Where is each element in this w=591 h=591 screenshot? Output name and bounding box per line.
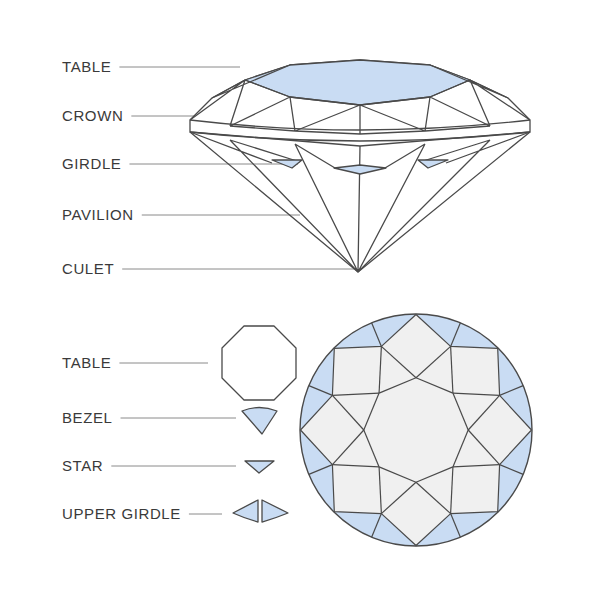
part-label: CULET <box>62 260 114 278</box>
part-label: TABLE <box>62 58 111 76</box>
table-icon <box>222 326 296 400</box>
diamond-side-view <box>190 60 530 272</box>
part-label: GIRDLE <box>62 155 121 173</box>
facet-label: TABLE <box>62 354 111 372</box>
facet-label: STAR <box>62 457 103 475</box>
bezel-icon <box>242 408 277 435</box>
part-label: CROWN <box>62 107 123 125</box>
facet-label: BEZEL <box>62 409 113 427</box>
diamond-top-view <box>300 314 532 546</box>
facet-icons <box>222 326 296 522</box>
part-label: PAVILION <box>62 206 134 224</box>
upper-girdle-icon <box>233 500 258 522</box>
facet-label: UPPER GIRDLE <box>62 505 181 523</box>
star-icon <box>245 461 274 473</box>
